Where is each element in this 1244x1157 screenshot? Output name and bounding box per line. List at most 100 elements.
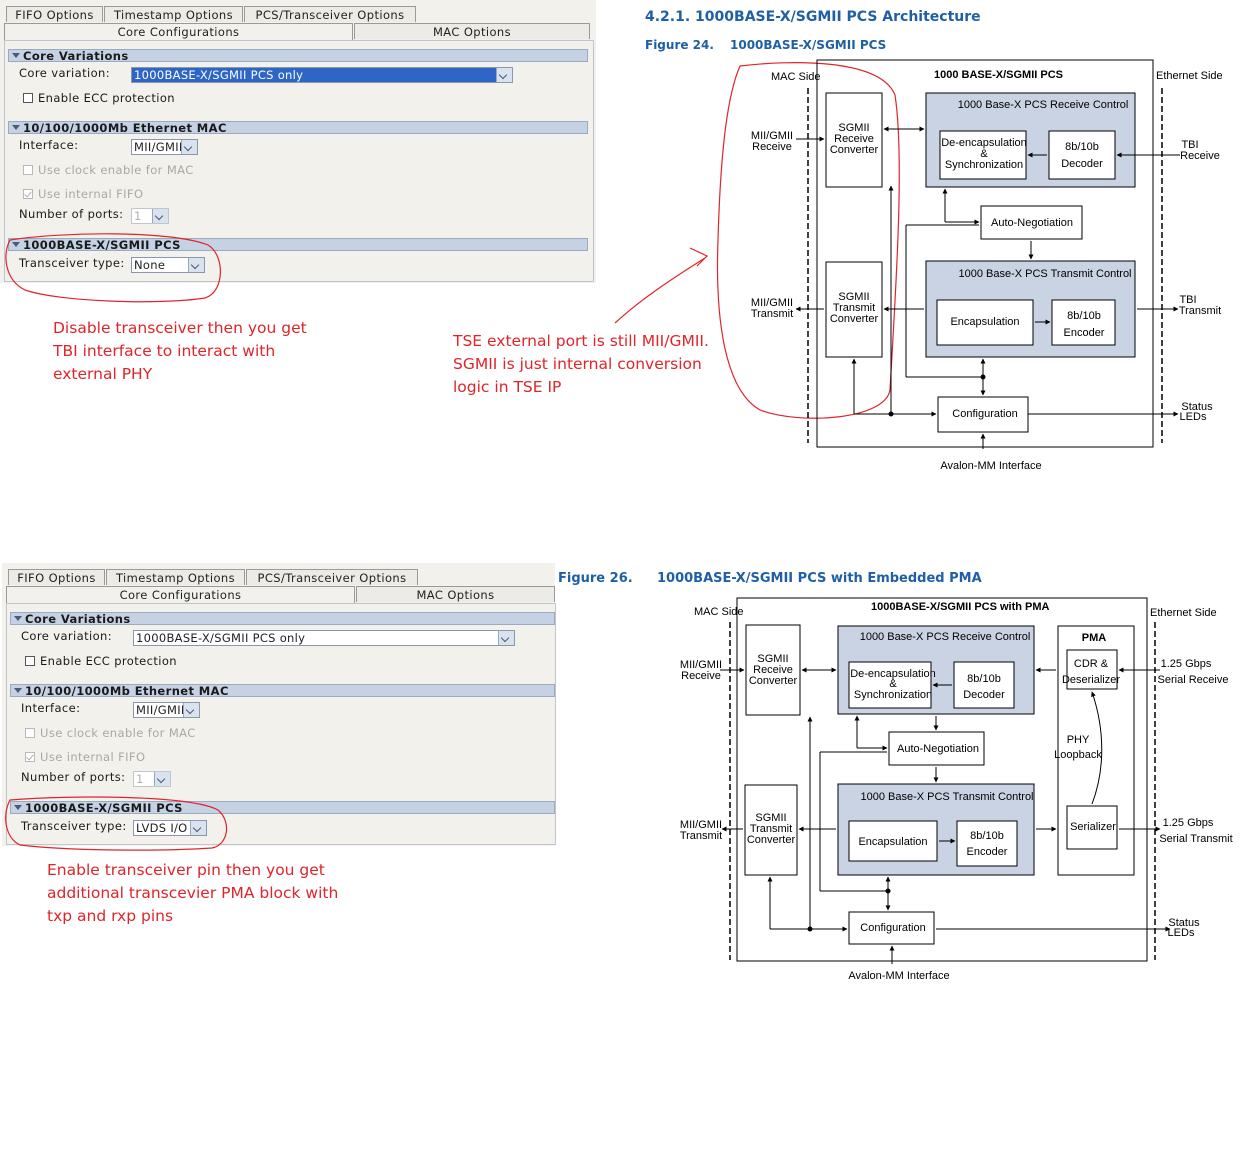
internal-fifo-checkbox[interactable] [23, 189, 33, 199]
ports-label: Number of ports: [19, 207, 124, 221]
tab-timestamp-options[interactable]: Timestamp Options [106, 569, 245, 585]
decap-label: De-encapsulation&Synchronization [941, 137, 1027, 171]
avalon-label: Avalon-MM Interface [940, 460, 1041, 472]
core-variation-value: 1000BASE-X/SGMII PCS only [136, 631, 306, 645]
chevron-down-icon[interactable] [498, 631, 514, 645]
tab-fifo-options[interactable]: FIFO Options [8, 569, 105, 585]
encap-label: Encapsulation [858, 836, 927, 848]
collapse-triangle-icon [12, 53, 20, 58]
collapse-triangle-icon [14, 616, 22, 621]
mac-side-label: MAC Side [771, 71, 821, 83]
core-variation-value: 1000BASE-X/SGMII PCS only [134, 68, 304, 82]
section-core-variations[interactable]: Core Variations [10, 612, 555, 625]
ecc-label: Enable ECC protection [38, 91, 175, 105]
section-title: Core Variations [23, 49, 129, 63]
clock-enable-checkbox[interactable] [23, 165, 33, 175]
cdr-label: CDR &Deserializer [1062, 658, 1120, 686]
interface-label: Interface: [19, 138, 79, 152]
config-label: Configuration [860, 922, 925, 934]
figure-26-title: 1000BASE-X/SGMII PCS with Embedded PMA [657, 571, 982, 586]
ports-select[interactable]: 1 [131, 208, 169, 224]
encoder-block [956, 820, 1018, 867]
pcs-pma-block-title: 1000BASE-X/SGMII PCS with PMA [871, 601, 1050, 613]
junction-dot [888, 411, 894, 417]
pcs-outer-block [816, 59, 1154, 448]
chevron-down-icon[interactable] [154, 772, 170, 786]
config-label: Configuration [952, 408, 1017, 420]
transmit-control-label: 1000 Base-X PCS Transmit Control [860, 791, 1033, 803]
sgmii-transmit-converter [744, 784, 798, 876]
config-panel-2: FIFO Options Timestamp Options PCS/Trans… [2, 563, 556, 846]
tab-mac-options[interactable]: MAC Options [356, 586, 555, 602]
pcs-block-title: 1000 BASE-X/SGMII PCS [934, 69, 1063, 81]
encap-label: Encapsulation [950, 316, 1019, 328]
interface-value: MII/GMII [136, 703, 185, 717]
sgmii-receive-converter [825, 92, 883, 188]
encoder-block [1051, 299, 1116, 346]
clock-enable-label: Use clock enable for MAC [38, 163, 194, 177]
ports-select[interactable]: 1 [133, 771, 171, 787]
avalon-label: Avalon-MM Interface [848, 970, 949, 982]
ecc-checkbox[interactable] [23, 93, 33, 103]
chevron-down-icon[interactable] [496, 68, 512, 82]
interface-label: Interface: [21, 701, 81, 715]
chevron-down-icon[interactable] [181, 140, 197, 154]
tab-pcs-transceiver-options[interactable]: PCS/Transceiver Options [244, 6, 416, 22]
section-ethernet-mac[interactable]: 10/100/1000Mb Ethernet MAC [10, 684, 555, 697]
tab-timestamp-options[interactable]: Timestamp Options [104, 6, 243, 22]
ethernet-side-label: Ethernet Side [1150, 607, 1217, 619]
config-block [937, 396, 1029, 433]
internal-fifo-label: Use internal FIFO [40, 750, 146, 764]
tab-pcs-transceiver-options[interactable]: PCS/Transceiver Options [246, 569, 418, 585]
tab-mac-options[interactable]: MAC Options [354, 23, 590, 39]
core-variation-select[interactable]: 1000BASE-X/SGMII PCS only [131, 67, 513, 83]
internal-fifo-checkbox[interactable] [25, 752, 35, 762]
ports-label: Number of ports: [21, 770, 126, 784]
serializer-block [1066, 805, 1118, 850]
internal-fifo-label: Use internal FIFO [38, 187, 144, 201]
receive-control-label: 1000 Base-X PCS Receive Control [958, 99, 1129, 111]
clock-enable-checkbox[interactable] [25, 728, 35, 738]
mac-side-label: MAC Side [694, 606, 744, 618]
chevron-down-icon[interactable] [152, 209, 168, 223]
pma-block [1057, 625, 1135, 876]
section-heading: 4.2.1. 1000BASE-X/SGMII PCS Architecture [645, 9, 981, 25]
junction-dot [807, 926, 813, 932]
encap-block [936, 299, 1034, 346]
pma-label: PMA [1082, 632, 1107, 644]
sgmii-transmit-converter [825, 261, 883, 358]
tab-core-configurations[interactable]: Core Configurations [6, 586, 355, 604]
autoneg-label: Auto-Negotiation [991, 217, 1073, 229]
ecc-checkbox[interactable] [25, 656, 35, 666]
ports-value: 1 [134, 209, 142, 223]
autoneg-block [980, 205, 1083, 240]
chevron-down-icon[interactable] [183, 703, 199, 717]
tab-fifo-options[interactable]: FIFO Options [6, 6, 103, 22]
receive-control-label: 1000 Base-X PCS Receive Control [860, 631, 1031, 643]
interface-select[interactable]: MII/GMII [133, 702, 200, 718]
encap-block [848, 820, 938, 862]
interface-select[interactable]: MII/GMII [131, 139, 198, 155]
autoneg-label: Auto-Negotiation [897, 743, 979, 755]
interface-value: MII/GMII [134, 140, 183, 154]
decoder-block [1048, 130, 1116, 180]
section-ethernet-mac[interactable]: 10/100/1000Mb Ethernet MAC [8, 121, 588, 134]
core-variation-select[interactable]: 1000BASE-X/SGMII PCS only [133, 630, 515, 646]
section-core-variations[interactable]: Core Variations [8, 49, 588, 62]
cdr-block [1066, 649, 1118, 690]
ethernet-side-label: Ethernet Side [1156, 70, 1223, 82]
figure-24-label: Figure 24. [645, 38, 714, 52]
ports-value: 1 [136, 772, 144, 786]
pcs-pma-outer-block [736, 597, 1148, 962]
tab-core-configurations[interactable]: Core Configurations [4, 23, 353, 41]
